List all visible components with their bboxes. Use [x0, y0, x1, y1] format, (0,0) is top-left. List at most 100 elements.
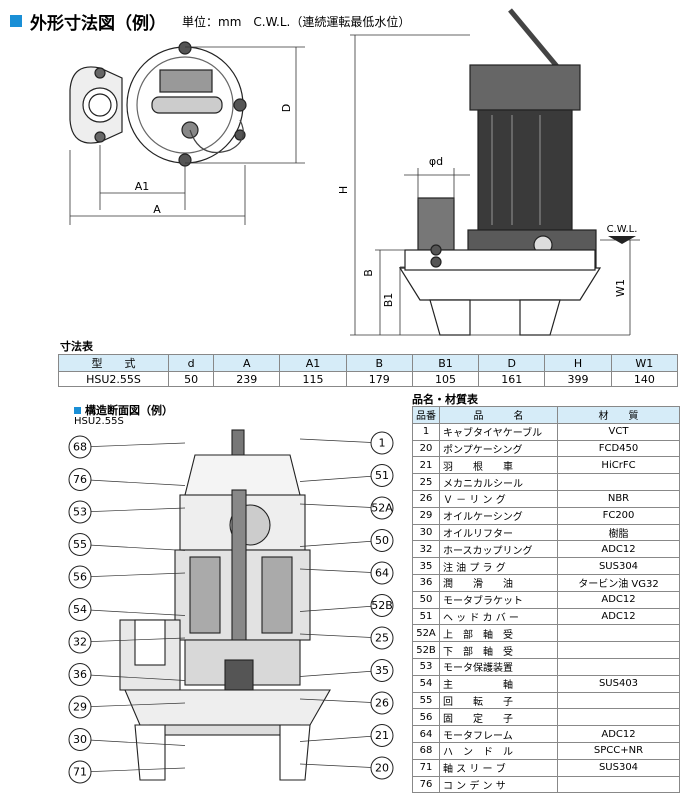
material-cell — [557, 775, 680, 794]
dimension-cell: 239 — [213, 371, 281, 387]
part-number-cell: 32 — [412, 540, 440, 559]
callout-number: 1 — [379, 437, 386, 450]
callout-circle — [370, 496, 394, 520]
dim-label-a1: A1 — [135, 180, 150, 193]
callout-leader-line — [79, 609, 186, 616]
part-number-cell: 36 — [412, 573, 440, 592]
part-number-cell: 26 — [412, 489, 440, 508]
dimension-cell: HSU2.55S — [58, 371, 169, 387]
material-cell: FC200 — [557, 506, 680, 525]
callout-circle — [68, 598, 92, 621]
callout-circle — [370, 626, 394, 650]
dim-label-a: A — [153, 203, 161, 216]
outline-drawing: A1 A D φd H B B1 W1 C.W.L. — [69, 8, 640, 336]
callout-leader-line — [79, 702, 186, 708]
callout-leader-line — [299, 633, 383, 639]
callout-number: 53 — [73, 506, 87, 519]
material-cell: ADC12 — [557, 590, 680, 609]
callout-number: 51 — [375, 469, 389, 482]
callout-number: 26 — [375, 697, 389, 710]
callout-circle — [370, 431, 394, 455]
callout-number: 54 — [73, 603, 87, 616]
material-cell: ADC12 — [557, 725, 680, 743]
material-cell — [557, 473, 680, 491]
callout-number: 29 — [73, 701, 87, 714]
part-name-cell: 潤 滑 油 — [439, 573, 558, 592]
material-cell: HiCrFC — [557, 456, 680, 475]
part-name-cell: 主 軸 — [439, 674, 558, 693]
material-cell — [557, 657, 680, 676]
callout-leader-line — [79, 572, 186, 578]
part-number-cell: 51 — [412, 607, 440, 626]
callout-number: 30 — [73, 733, 87, 746]
callout-number: 76 — [73, 473, 87, 486]
dimension-table: 型 式 d A A1 B B1 D H W1 HSU2.55S 50 239 1… — [58, 354, 679, 387]
dimension-table-row: HSU2.55S 50 239 115 179 105 161 399 140 — [58, 371, 679, 387]
callout-circle — [370, 756, 394, 780]
material-cell: SPCC+NR — [557, 741, 680, 760]
pump-section-body — [119, 429, 331, 781]
part-number-cell: 64 — [412, 725, 440, 743]
part-number-cell: 71 — [412, 758, 440, 777]
callout-number: 25 — [375, 632, 389, 645]
part-number-cell: 68 — [412, 741, 440, 760]
part-number-cell: 21 — [412, 456, 440, 475]
callout-leader-line — [299, 475, 383, 482]
part-number-cell: 56 — [412, 708, 440, 727]
dimension-table-caption: 寸法表 — [60, 340, 93, 353]
callout-number: 64 — [375, 567, 389, 580]
dimension-header-cell: B — [345, 354, 413, 372]
material-cell: タービン油 VG32 — [557, 573, 680, 592]
callout-circle — [68, 435, 92, 459]
dim-label-phi-d: φd — [429, 155, 443, 168]
part-number-cell: 54 — [412, 674, 440, 693]
callout-leader-line — [299, 540, 383, 547]
cwl-label: C.W.L. — [607, 224, 638, 235]
dimension-cell: 115 — [279, 371, 347, 387]
callout-number: 55 — [73, 538, 87, 551]
material-cell: SUS403 — [557, 674, 680, 693]
material-cell — [557, 624, 680, 643]
dim-label-b1: B1 — [382, 293, 395, 308]
callout-leader-line — [79, 739, 186, 746]
material-cell — [557, 641, 680, 659]
callout-number: 71 — [73, 766, 87, 779]
dimension-cell: 50 — [167, 371, 215, 387]
part-name-cell: メカニカルシール — [439, 473, 558, 491]
dimension-header-cell: A — [213, 354, 281, 372]
callout-circle — [370, 659, 394, 682]
materials-header-row: 品番 品 名 材 質 — [412, 406, 680, 424]
dimension-header-cell: W1 — [610, 354, 679, 372]
callout-leader-line — [299, 735, 383, 742]
callout-number: 35 — [375, 664, 389, 677]
callout-leader-line — [299, 438, 383, 444]
part-name-cell: ハ ン ド ル — [439, 741, 558, 760]
callout-leader-line — [79, 674, 186, 681]
part-name-cell: コ ン デ ン サ — [439, 775, 558, 794]
materials-caption: 品名・材質表 — [412, 393, 478, 406]
callout-number: 36 — [73, 668, 87, 681]
callout-circle — [68, 760, 92, 784]
caption-square-icon — [74, 406, 81, 414]
callout-circle — [68, 500, 92, 524]
callout-leader-line — [299, 503, 383, 509]
part-name-cell: ポンプケーシング — [439, 439, 558, 458]
callout-circle — [370, 724, 394, 747]
page-header: 外形寸法図（例） 単位：mm C.W.L.（連続運転最低水位） — [10, 8, 410, 34]
materials-header-cell: 品番 — [412, 406, 440, 424]
material-cell: ADC12 — [557, 607, 680, 626]
callout-circle — [370, 561, 394, 585]
callout-number: 50 — [375, 534, 389, 547]
